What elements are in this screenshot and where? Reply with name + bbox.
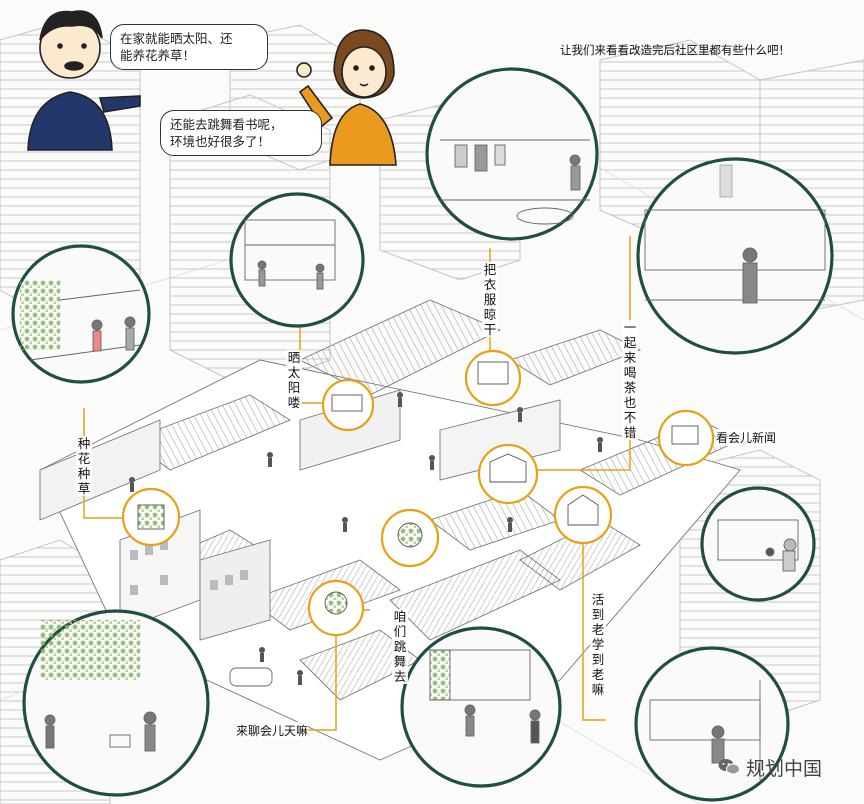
vignette-learn [634, 646, 790, 802]
speech-bubble-man: 在家就能晒太阳、还 能养花养草！ [110, 24, 268, 70]
vignette-tea [636, 157, 834, 355]
spot-sketches [137, 361, 699, 615]
speech-line: 能养花养草！ [120, 48, 196, 63]
label-dry-clothes: 把衣服晾干 [482, 262, 498, 337]
vignette-sunbathe [229, 192, 365, 328]
watermark-text: 规划中国 [746, 758, 823, 780]
highlight-spots [121, 349, 715, 637]
spot-dry-clothes [464, 349, 522, 407]
label-tea: 一起来喝茶也不错 [622, 320, 638, 440]
label-dance: 咱们跳舞去 [392, 609, 408, 684]
label-sunbathe: 晒太阳喽 [286, 350, 302, 410]
spot-sunbathe [321, 378, 375, 432]
speech-line: 环境也好很多了！ [170, 134, 271, 149]
cartoon-woman [296, 29, 397, 166]
speech-line: 还能去跳舞看书呢， [170, 117, 283, 132]
speech-line: 在家就能晒太阳、还 [120, 31, 233, 46]
vignette-dance [400, 626, 562, 788]
vignette-news [700, 486, 816, 602]
tiny-people [129, 392, 603, 685]
intro-caption: 让我们来看看改造完后社区里都有些什么吧！ [560, 43, 790, 57]
label-chat: 来聊会儿天嘛 [236, 722, 309, 739]
spot-news [657, 409, 715, 467]
spot-learn [553, 485, 613, 545]
label-news: 看会儿新闻 [716, 429, 777, 446]
cartoon-man [27, 10, 141, 151]
vignette-dry-clothes [425, 67, 599, 241]
spot-tea [477, 443, 539, 505]
label-learn: 活到老学到老嘛 [590, 592, 606, 697]
speech-bubble-woman: 还能去跳舞看书呢， 环境也好很多了！ [160, 110, 322, 156]
vignette-scenes [20, 139, 826, 780]
label-grow-flowers: 种花种草 [76, 436, 92, 496]
wechat-icon [718, 759, 740, 775]
